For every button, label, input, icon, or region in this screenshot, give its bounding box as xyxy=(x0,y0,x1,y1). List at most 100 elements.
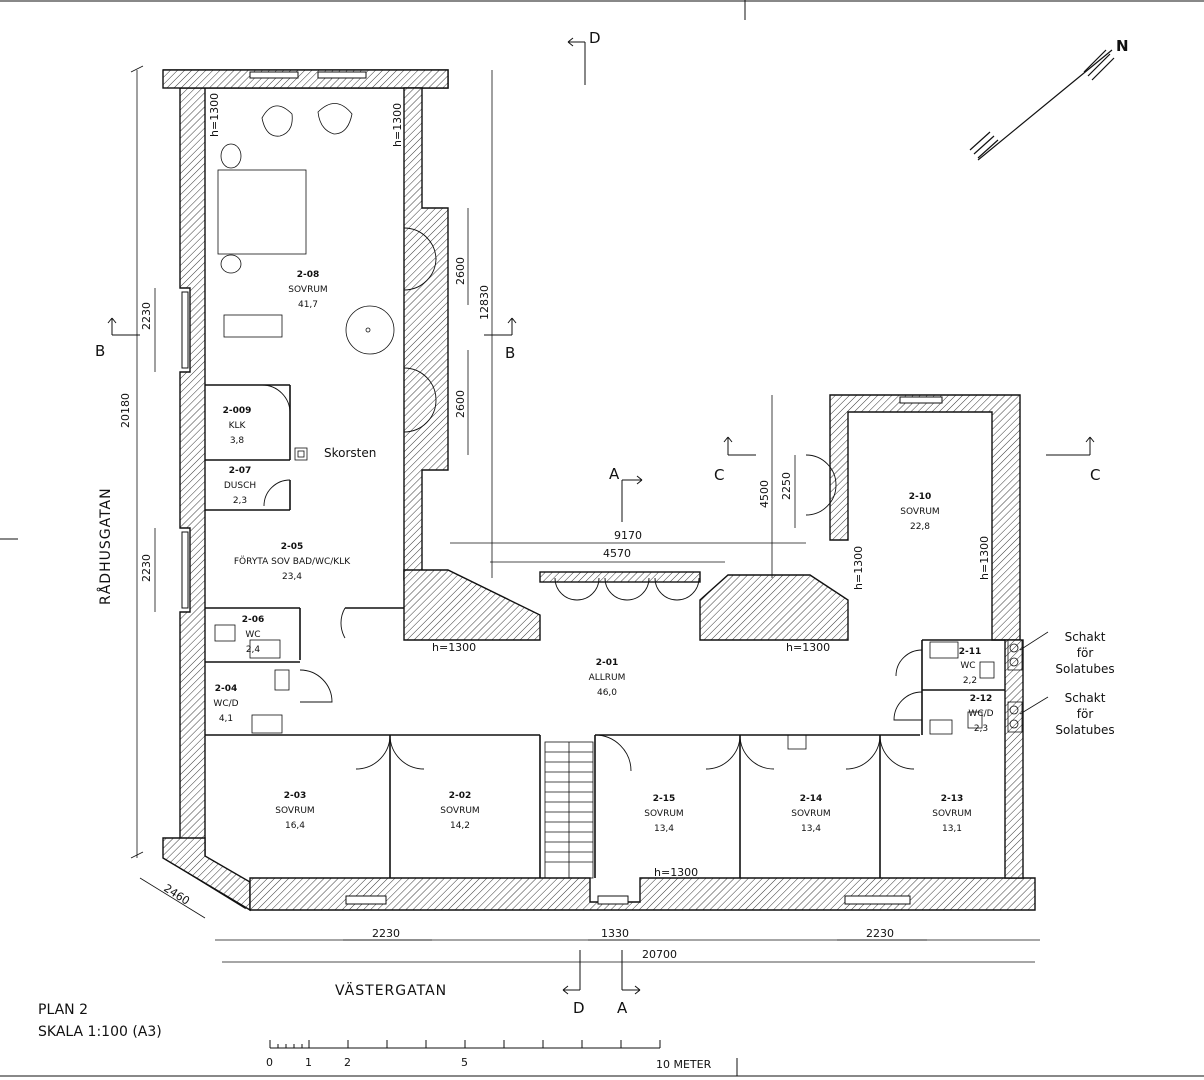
svg-text:A: A xyxy=(609,465,620,483)
svg-text:h=1300: h=1300 xyxy=(786,641,830,654)
section-letters: D B B A C C D A xyxy=(95,29,1100,1017)
svg-text:20180: 20180 xyxy=(119,393,132,428)
svg-text:14,2: 14,2 xyxy=(450,821,470,831)
svg-text:Solatubes: Solatubes xyxy=(1055,723,1114,737)
svg-text:h=1300: h=1300 xyxy=(654,866,698,879)
svg-text:2-07: 2-07 xyxy=(229,466,252,476)
scale-bar-labels: 0 1 2 5 10 METER xyxy=(266,1056,712,1071)
svg-text:2250: 2250 xyxy=(780,472,793,500)
room-2-08: 2-08 SOVRUM 41,7 xyxy=(288,270,327,310)
svg-text:2-03: 2-03 xyxy=(284,791,307,801)
street-south-label: VÄSTERGATAN xyxy=(335,981,447,999)
wall-north xyxy=(162,69,449,89)
room-2-11: 2-11 WC 2,2 xyxy=(959,647,982,686)
walls xyxy=(162,69,1036,912)
svg-text:SOVRUM: SOVRUM xyxy=(440,806,479,816)
room-2-06: 2-06 WC 2,4 xyxy=(242,615,265,655)
svg-text:13,1: 13,1 xyxy=(942,824,962,834)
windows xyxy=(181,71,943,905)
furniture xyxy=(214,103,1023,750)
wall-allrum-window xyxy=(539,571,701,583)
svg-text:B: B xyxy=(95,342,105,360)
svg-text:FÖRYTA SOV BAD/WC/KLK: FÖRYTA SOV BAD/WC/KLK xyxy=(234,556,351,567)
room-2-15: 2-15 SOVRUM 13,4 xyxy=(644,794,683,834)
svg-text:h=1300: h=1300 xyxy=(432,641,476,654)
svg-text:h=1300: h=1300 xyxy=(208,93,221,137)
leader-lines xyxy=(1019,631,1049,715)
svg-text:ALLRUM: ALLRUM xyxy=(589,673,626,683)
wall-east-wing xyxy=(403,87,449,581)
plan-scale: SKALA 1:100 (A3) xyxy=(38,1024,162,1040)
svg-text:13,4: 13,4 xyxy=(801,824,821,834)
lamp-icon xyxy=(220,143,242,169)
svg-text:2,2: 2,2 xyxy=(963,676,977,686)
svg-text:2-009: 2-009 xyxy=(223,406,252,416)
svg-text:SOVRUM: SOVRUM xyxy=(288,285,327,295)
bed-icon xyxy=(217,169,307,255)
svg-text:2: 2 xyxy=(344,1056,351,1069)
svg-text:SOVRUM: SOVRUM xyxy=(900,507,939,517)
stair xyxy=(544,741,594,879)
chimney-icon xyxy=(294,447,308,461)
svg-text:2-01: 2-01 xyxy=(596,658,619,668)
room-2-009: 2-009 KLK 3,8 xyxy=(223,406,252,446)
partitions xyxy=(205,384,1005,878)
room-2-02: 2-02 SOVRUM 14,2 xyxy=(440,791,479,831)
svg-text:2-06: 2-06 xyxy=(242,615,265,625)
svg-text:2-08: 2-08 xyxy=(297,270,320,280)
room-2-12: 2-12 WC/D 2,3 xyxy=(968,694,993,734)
svg-text:2230: 2230 xyxy=(140,302,153,330)
svg-text:41,7: 41,7 xyxy=(298,300,318,310)
svg-text:46,0: 46,0 xyxy=(597,688,617,698)
svg-text:2600: 2600 xyxy=(454,390,467,418)
svg-text:2-14: 2-14 xyxy=(800,794,823,804)
svg-text:C: C xyxy=(714,466,724,484)
room-2-04: 2-04 WC/D 4,1 xyxy=(213,684,238,724)
armchair-icon xyxy=(261,105,293,137)
svg-text:WC/D: WC/D xyxy=(968,709,993,719)
svg-text:12830: 12830 xyxy=(478,285,491,320)
scale-bar xyxy=(269,1040,661,1049)
svg-text:D: D xyxy=(573,999,585,1017)
svg-text:C: C xyxy=(1090,466,1100,484)
svg-text:2230: 2230 xyxy=(140,554,153,582)
room-2-01: 2-01 ALLRUM 46,0 xyxy=(589,658,626,698)
svg-text:2-02: 2-02 xyxy=(449,791,472,801)
svg-text:20700: 20700 xyxy=(642,948,677,961)
armchair-icon-2 xyxy=(317,103,353,135)
svg-text:WC: WC xyxy=(245,630,260,640)
svg-text:2230: 2230 xyxy=(372,927,400,940)
svg-text:1: 1 xyxy=(305,1056,312,1069)
svg-text:13,4: 13,4 xyxy=(654,824,674,834)
svg-text:Schakt: Schakt xyxy=(1065,691,1106,705)
svg-text:A: A xyxy=(617,999,628,1017)
wall-east-lower xyxy=(1004,639,1024,879)
svg-text:4,1: 4,1 xyxy=(219,714,233,724)
wall-south xyxy=(249,877,1036,911)
svg-text:h=1300: h=1300 xyxy=(852,546,865,590)
svg-text:Solatubes: Solatubes xyxy=(1055,662,1114,676)
svg-text:WC/D: WC/D xyxy=(213,699,238,709)
svg-text:2,3: 2,3 xyxy=(233,496,247,506)
svg-text:DUSCH: DUSCH xyxy=(224,481,256,491)
svg-text:WC: WC xyxy=(960,661,975,671)
svg-text:2,3: 2,3 xyxy=(974,724,988,734)
svg-text:SOVRUM: SOVRUM xyxy=(275,806,314,816)
dimension-lines xyxy=(130,65,1040,963)
svg-text:SOVRUM: SOVRUM xyxy=(932,809,971,819)
schakt-label-1: Schakt för Solatubes xyxy=(1055,630,1114,676)
svg-text:SOVRUM: SOVRUM xyxy=(644,809,683,819)
room-2-03: 2-03 SOVRUM 16,4 xyxy=(275,791,314,831)
room-2-07: 2-07 DUSCH 2,3 xyxy=(224,466,256,506)
svg-text:9170: 9170 xyxy=(614,529,642,542)
door-swings xyxy=(261,227,923,772)
round-table-icon xyxy=(345,305,395,355)
svg-text:4500: 4500 xyxy=(758,480,771,508)
svg-text:10 METER: 10 METER xyxy=(656,1058,712,1071)
north-arrow-icon xyxy=(969,49,1115,161)
svg-text:2-15: 2-15 xyxy=(653,794,676,804)
svg-text:16,4: 16,4 xyxy=(285,821,305,831)
schakt-label-2: Schakt för Solatubes xyxy=(1055,691,1114,737)
